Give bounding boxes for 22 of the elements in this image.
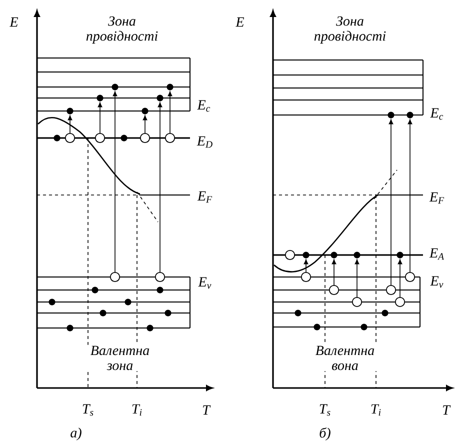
tick-label: T$_{i}$ bbox=[371, 404, 381, 416]
level-label: E$_{c}$ bbox=[430, 108, 444, 120]
band-name: Валентна вона bbox=[304, 344, 386, 372]
band-name: Зона провідності bbox=[76, 15, 168, 45]
axis-label: E bbox=[10, 17, 18, 27]
band-name: Валентна зона bbox=[79, 344, 161, 372]
tick-label: T$_{s}$ bbox=[82, 404, 94, 416]
tick-label: T$_{s}$ bbox=[320, 404, 330, 416]
level-label: E$_{c}$ bbox=[197, 100, 210, 112]
level-label: E$_{v}$ bbox=[430, 276, 444, 288]
tick-label: T$_{i}$ bbox=[132, 404, 142, 416]
axis-label: T bbox=[203, 405, 211, 415]
level-label: E$_{v}$ bbox=[198, 277, 212, 289]
level-label: E$_{F}$ bbox=[429, 192, 444, 204]
axis-label: T bbox=[443, 405, 451, 415]
level-label: E$_{A}$ bbox=[429, 248, 444, 260]
panel-label: а) bbox=[70, 428, 82, 440]
level-label: E$_{F}$ bbox=[197, 191, 212, 203]
band-name: Зона провідності bbox=[304, 15, 396, 45]
panel-label: б) bbox=[320, 428, 330, 440]
axis-label: E bbox=[236, 17, 244, 27]
level-label: E$_{D}$ bbox=[196, 136, 212, 148]
